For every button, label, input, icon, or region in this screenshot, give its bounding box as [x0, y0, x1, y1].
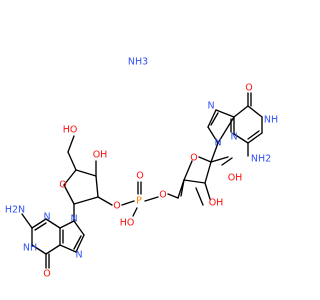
nh-right-label: NH	[264, 115, 278, 126]
ring-oxygen-right: O	[190, 153, 197, 164]
phosphoryl-oxygen: O	[136, 171, 143, 182]
molecule-svg: NH3 H2N N NH O N N O HO OH O P O HO O O …	[5, 57, 278, 280]
nitrogen-n7-right: N	[207, 101, 214, 112]
carbonyl-oxygen-right: O	[245, 83, 252, 94]
molecule-structure: NH3 H2N N NH O N N O HO OH O P O HO O O …	[5, 57, 278, 280]
amine-right-label: NH2	[251, 154, 271, 165]
ammonia-label: NH3	[128, 57, 148, 68]
amine-left-label: H2N	[5, 205, 25, 216]
bond-layer	[21, 92, 263, 269]
ring-oxygen-left: O	[59, 180, 66, 191]
hydroxyl-2prime-right: OH	[228, 173, 243, 184]
nitrogen-n9-right: N	[214, 138, 221, 149]
nitrogen-n1-left: N	[43, 212, 50, 223]
ester-oxygen-right: O	[159, 190, 166, 201]
nitrogen-n9-left: N	[70, 214, 77, 225]
hydroxyl-left-label: HO	[63, 125, 78, 136]
nitrogen-n3-right: N	[230, 132, 237, 143]
phosphate-hydroxyl: HO	[120, 218, 135, 229]
phosphorus-label: P	[136, 196, 142, 207]
nitrogen-n7-left: N	[75, 250, 82, 261]
ester-oxygen-left: O	[113, 201, 120, 212]
atom-label-layer: NH3 H2N N NH O N N O HO OH O P O HO O O …	[5, 57, 278, 280]
hydroxyl-3prime-right: OH	[209, 198, 224, 209]
hydroxyl-3prime-left: OH	[93, 150, 108, 161]
carbonyl-oxygen-left: O	[43, 269, 50, 280]
nh-left-label: NH	[23, 243, 37, 254]
